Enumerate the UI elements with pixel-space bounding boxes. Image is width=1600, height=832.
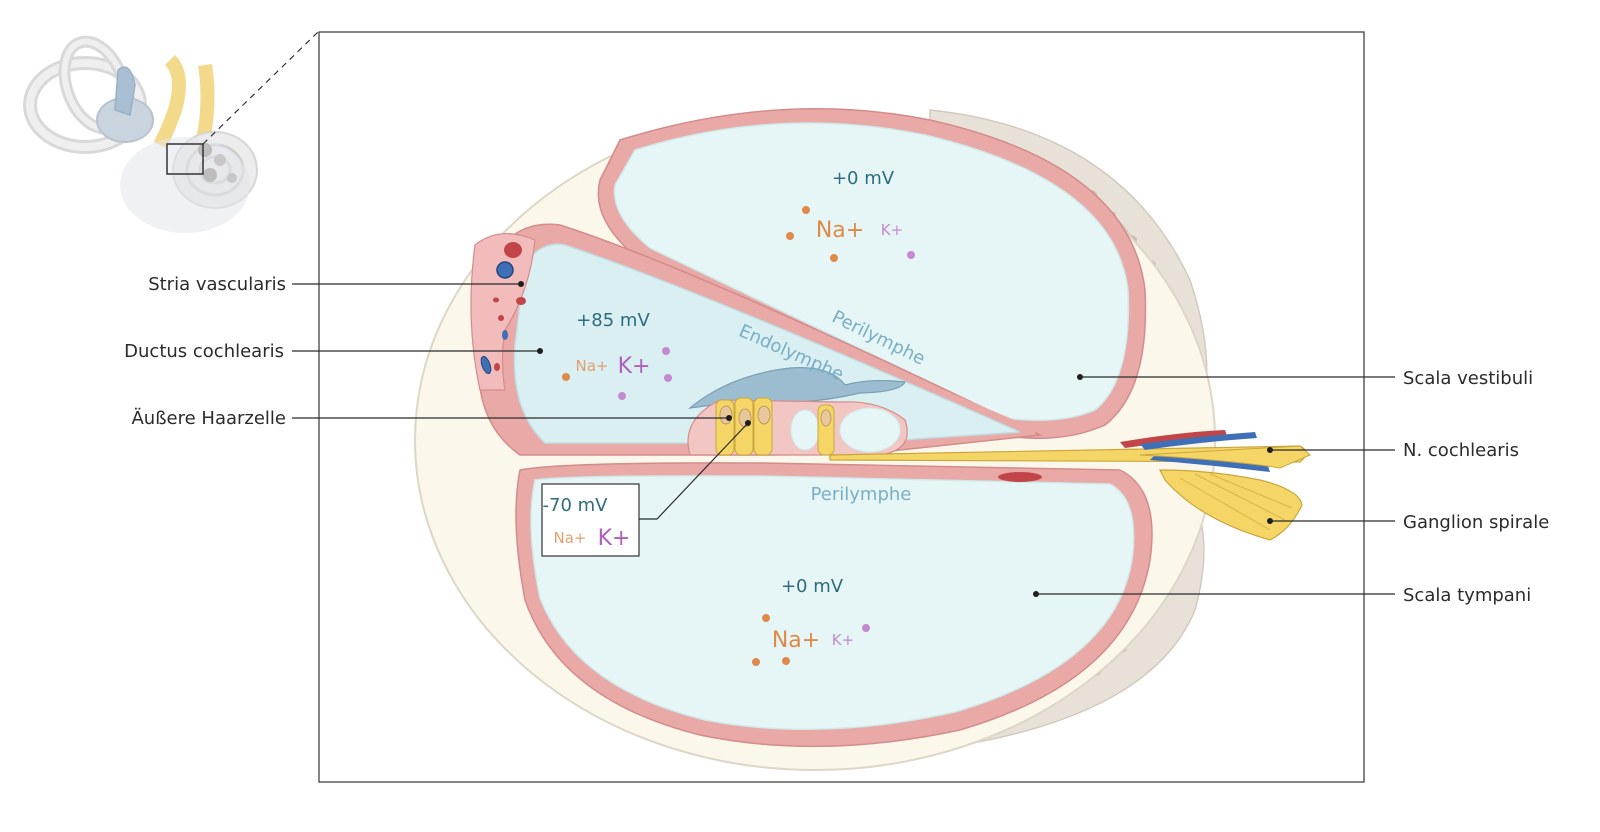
label-ductus-cochlearis: Ductus cochlearis [124, 341, 284, 362]
potassium-ion [662, 347, 670, 355]
label-scala-vestibuli: Scala vestibuli [1403, 368, 1533, 389]
sodium-ion [752, 658, 760, 666]
sodium-ion [830, 254, 838, 262]
tympani-sodium-label: Na+ [772, 628, 820, 653]
right-labels: Scala vestibuli N. cochlearis Ganglion s… [1033, 368, 1549, 606]
potassium-ion [618, 392, 626, 400]
potassium-ion [664, 374, 672, 382]
vestibuli-potential: +0 mV [832, 168, 895, 189]
vestibuli-potassium-label: K+ [881, 221, 903, 239]
tympani-potassium-label: K+ [832, 631, 854, 649]
label-aeussere-haarzelle: Äußere Haarzelle [131, 408, 286, 429]
label-scala-tympani: Scala tympani [1403, 585, 1531, 606]
sodium-ion [782, 657, 790, 665]
hair-cell-potential-box: -70 mV Na+ K+ [541, 420, 751, 557]
label-n-cochlearis: N. cochlearis [1403, 440, 1519, 461]
sodium-ion [762, 614, 770, 622]
hair-cell-potassium-label: K+ [598, 526, 631, 551]
ductus-potassium-label: K+ [618, 354, 651, 379]
ductus-potential: +85 mV [576, 310, 650, 331]
scala-tympani-ions: Perilymphe +0 mV Na+ K+ [752, 484, 911, 666]
potassium-ion [907, 251, 915, 259]
potassium-ion [862, 624, 870, 632]
hair-cell-sodium-label: Na+ [554, 529, 587, 547]
left-labels: Stria vascularis Ductus cochlearis Äußer… [124, 274, 732, 429]
tympani-fluid-label: Perilymphe [811, 484, 912, 505]
diagram-frame [318, 31, 1365, 783]
sodium-ion [562, 373, 570, 381]
inner-ear-inset [23, 31, 319, 233]
sodium-ion [802, 206, 810, 214]
vestibuli-sodium-label: Na+ [816, 218, 864, 243]
label-ganglion-spirale: Ganglion spirale [1403, 512, 1549, 533]
ductus-sodium-label: Na+ [576, 357, 609, 375]
hair-cell-potential: -70 mV [543, 495, 609, 516]
label-stria-vascularis: Stria vascularis [148, 274, 286, 295]
sodium-ion [786, 232, 794, 240]
tympani-potential: +0 mV [781, 576, 844, 597]
cochlea-cross-section [414, 108, 1311, 771]
